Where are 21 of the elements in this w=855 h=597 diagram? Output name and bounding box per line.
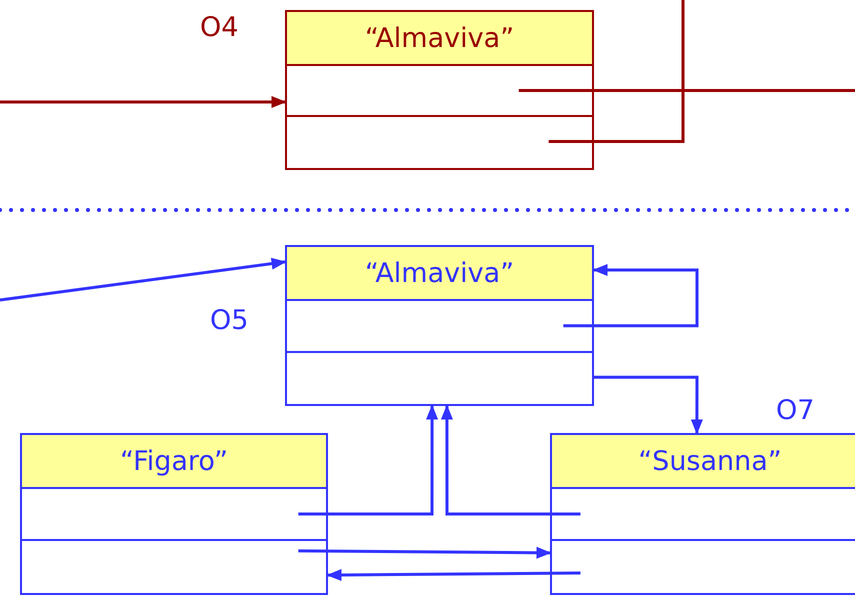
object-box <box>285 10 594 170</box>
object-name: “Figaro” <box>120 446 228 476</box>
arrow <box>298 404 438 516</box>
object-name: “Susanna” <box>638 446 782 476</box>
object-label: O5 <box>210 305 248 336</box>
arrow <box>326 568 580 581</box>
arrow <box>0 258 286 302</box>
arrow <box>0 96 286 108</box>
connector-line <box>518 89 855 92</box>
object-label: O4 <box>200 12 238 43</box>
object-box <box>550 433 855 595</box>
object-box <box>285 245 594 406</box>
arrow <box>592 376 703 434</box>
arrow <box>298 546 552 559</box>
object-label: O7 <box>776 395 814 426</box>
connector-line <box>548 0 684 143</box>
object-name: “Almaviva” <box>364 22 514 54</box>
object-box <box>20 433 328 595</box>
arrow <box>563 264 698 328</box>
arrow <box>440 404 580 516</box>
object-name: “Almaviva” <box>364 258 514 288</box>
